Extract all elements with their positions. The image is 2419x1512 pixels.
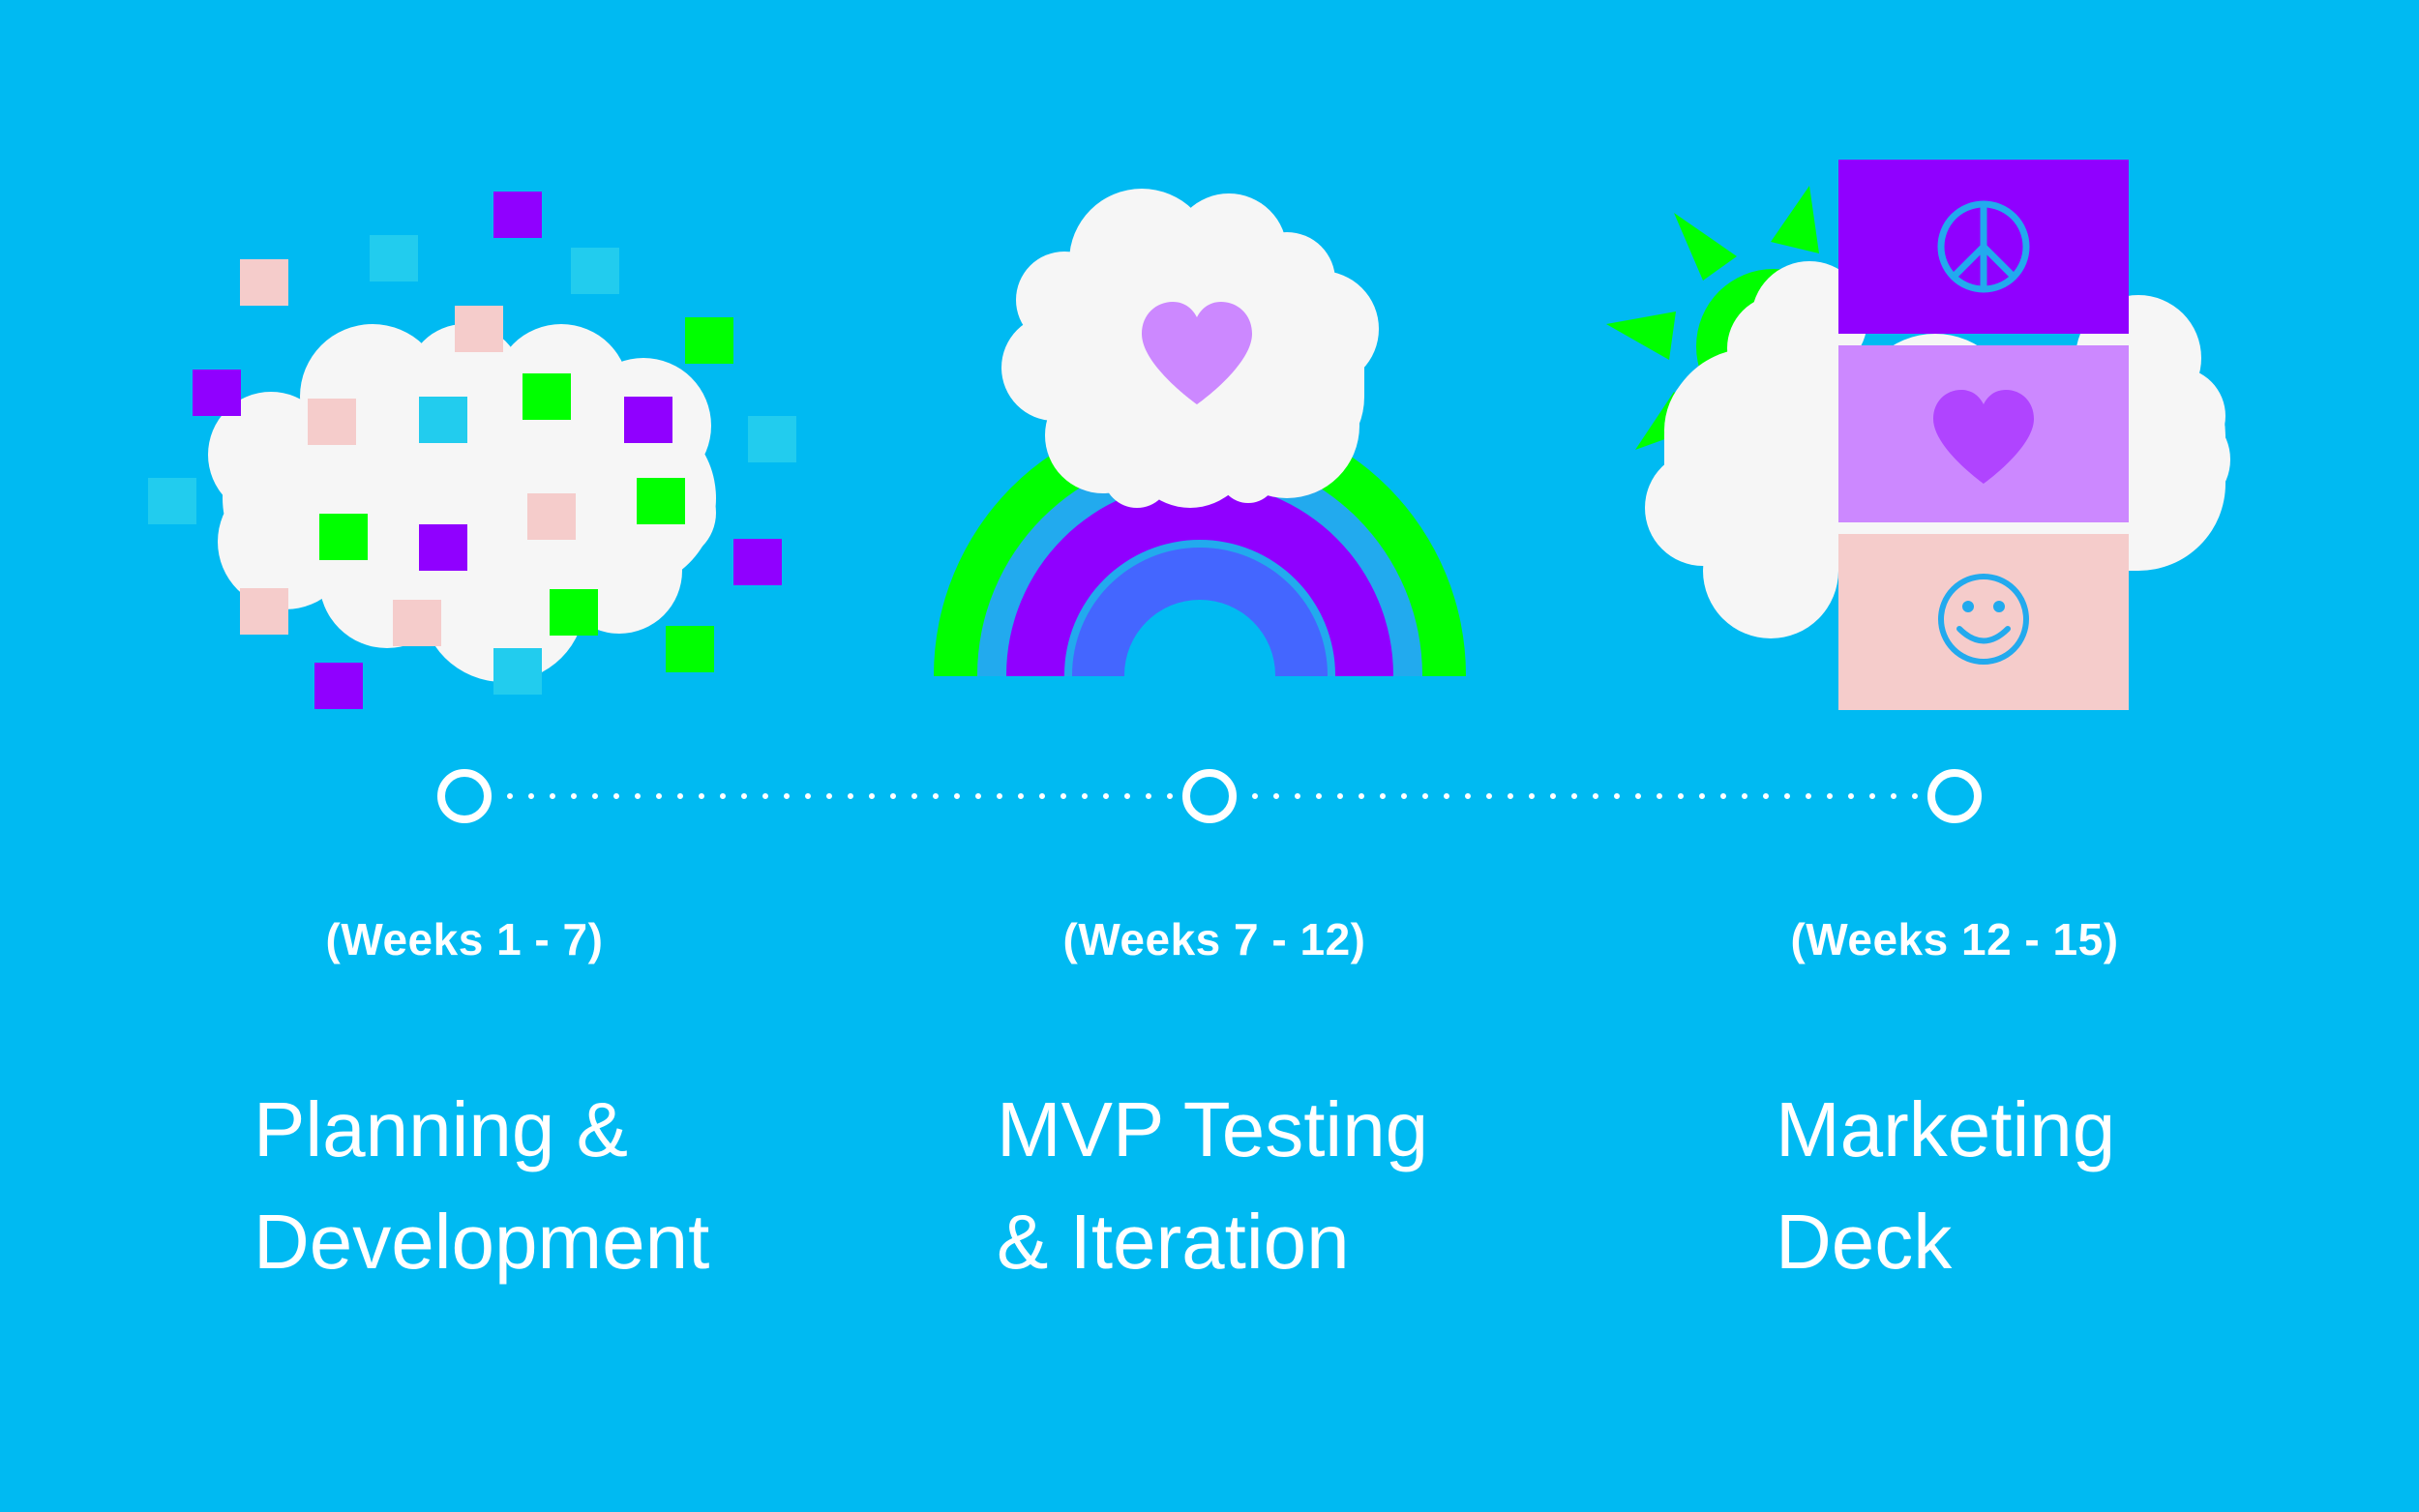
- milestone-title-3-line2: Deck: [1776, 1199, 1953, 1285]
- sun-cloud-stacked-cards-illustration: [1606, 160, 2230, 710]
- milestone-period-3: (Weeks 12 - 15): [1790, 914, 2119, 964]
- stacked-cards: [1838, 160, 2129, 710]
- milestone-title-1: Planning & Development: [254, 1074, 709, 1298]
- card-smiley: [1838, 534, 2129, 710]
- milestone-title-1-line2: Development: [254, 1199, 710, 1285]
- milestone-period-1: (Weeks 1 - 7): [325, 914, 604, 964]
- milestone-marker-2: [1182, 769, 1237, 823]
- rainbow-heart-cloud-illustration: [871, 189, 1548, 966]
- rainbow: [871, 409, 1548, 966]
- milestone-title-3-line1: Marketing: [1776, 1086, 2116, 1172]
- peace-icon: [1937, 200, 2030, 293]
- pixel-squares: [148, 192, 796, 709]
- milestone-title-1-line1: Planning &: [254, 1086, 628, 1172]
- milestone-period-2: (Weeks 7 - 12): [1062, 914, 1366, 964]
- milestone-title-3: Marketing Deck: [1776, 1074, 2115, 1298]
- smiley-icon: [1938, 574, 2029, 665]
- timeline-track: [437, 769, 1982, 823]
- milestone-title-2: MVP Testing & Iteration: [997, 1074, 1428, 1298]
- pixel-cloud-illustration: [148, 192, 796, 709]
- milestone-title-2-line2: & Iteration: [997, 1199, 1350, 1285]
- milestone-marker-3: [1927, 769, 1982, 823]
- heart-icon: [1933, 390, 2034, 484]
- milestone-title-2-line1: MVP Testing: [997, 1086, 1429, 1172]
- milestone-marker-1: [437, 769, 492, 823]
- heart-icon: [1142, 302, 1252, 404]
